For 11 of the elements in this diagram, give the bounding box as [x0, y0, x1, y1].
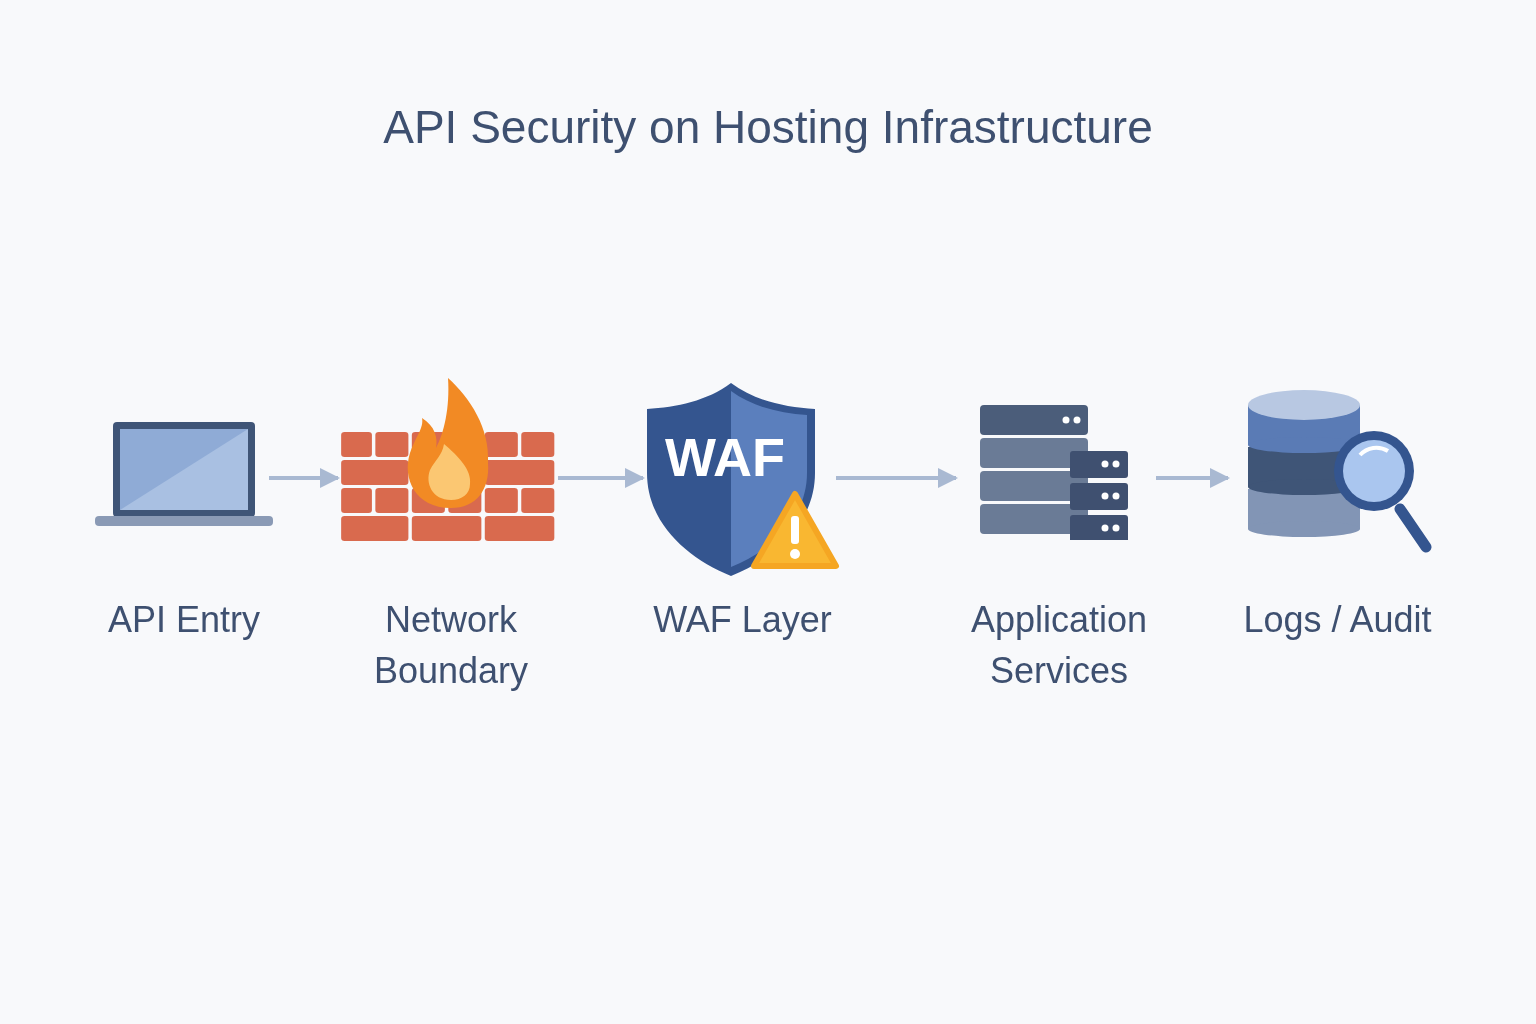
- arrow: [836, 468, 958, 488]
- node-label: Logs / Audit: [1243, 598, 1432, 642]
- shield-text: WAF: [665, 430, 785, 484]
- arrow: [269, 468, 340, 488]
- node-label: API Entry: [107, 598, 261, 642]
- node-label: Application Services: [969, 598, 1149, 693]
- arrow: [1156, 468, 1230, 488]
- diagram-title: API Security on Hosting Infrastructure: [383, 100, 1153, 154]
- arrow: [558, 468, 645, 488]
- node-label: Network Boundary: [372, 598, 530, 693]
- node-label: WAF Layer: [653, 598, 832, 642]
